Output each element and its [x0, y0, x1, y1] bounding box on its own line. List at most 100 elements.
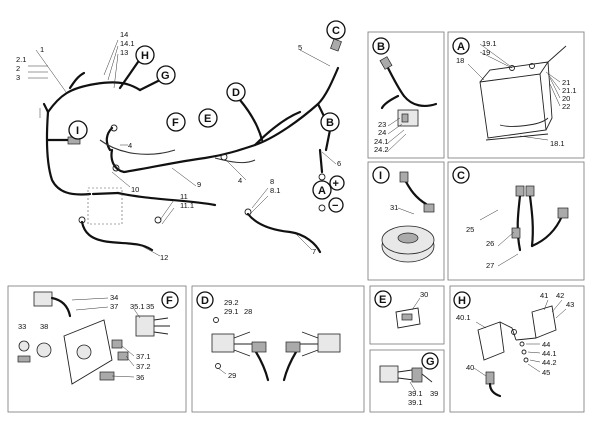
panel-a-callout-22: 22 [562, 102, 570, 111]
callout-8-1: 8.1 [270, 186, 280, 195]
tag-h-label: H [141, 50, 149, 62]
tag-b-label: B [326, 117, 334, 129]
tag-a[interactable]: A [312, 180, 332, 200]
callout-2-1: 2.1 [16, 55, 26, 64]
callout-6: 6 [337, 159, 341, 168]
tag-h[interactable]: H [135, 45, 155, 65]
panel-h-callout-44-2: 44.2 [542, 358, 557, 367]
panel-f-callout-36: 36 [136, 373, 144, 382]
positive-terminal-icon: + [329, 175, 345, 191]
panel-f: F 34 37 35.1 35 33 38 37.1 37.2 36 [7, 285, 187, 413]
callout-13: 13 [120, 48, 128, 57]
panel-h-callout-44-1: 44.1 [542, 349, 557, 358]
panel-d-title: D [201, 295, 209, 307]
tag-i[interactable]: I [68, 120, 88, 140]
tag-i-label: I [76, 125, 79, 137]
panel-h-callout-45: 45 [542, 368, 550, 377]
callout-10: 10 [131, 185, 139, 194]
panel-g-callout-39: 39 [430, 389, 438, 398]
tag-g-label: G [161, 70, 170, 82]
panel-i-callout-31: 31 [390, 203, 398, 212]
panel-b-title: B [377, 41, 385, 53]
panel-a-callout-19-1: 19.1 [482, 39, 497, 48]
panel-c-callout-26: 26 [486, 239, 494, 248]
panel-a-title: A [457, 41, 465, 53]
panel-h-callout-41: 41 [540, 291, 548, 300]
panel-f-callout-34: 34 [110, 293, 118, 302]
panel-d-callout-29-1: 29.1 [224, 307, 239, 316]
tag-e[interactable]: E [198, 108, 218, 128]
panel-f-title: F [166, 295, 173, 307]
panel-d-callout-28: 28 [244, 307, 252, 316]
panel-d-callout-29: 29 [228, 371, 236, 380]
tag-g[interactable]: G [156, 65, 176, 85]
panel-c-title: C [457, 170, 465, 182]
panel-a-callout-18-1: 18.1 [550, 139, 565, 148]
panel-a: A 19.1 19 18 21 21.1 20 22 18.1 [447, 31, 585, 159]
minus-symbol: − [332, 200, 338, 212]
panel-c-callout-25: 25 [466, 225, 474, 234]
callout-4: 4 [128, 141, 132, 150]
panel-c: C 25 26 27 [447, 161, 585, 281]
panel-g-title: G [426, 356, 435, 368]
panel-e: E 30 [369, 285, 445, 345]
callout-11-1: 11.1 [180, 201, 194, 210]
panel-b-callout-23: 23 [378, 120, 386, 129]
panel-h-callout-42: 42 [556, 291, 564, 300]
panel-d-callout-29-2: 29.2 [224, 298, 239, 307]
panel-b-callout-24: 24 [378, 128, 386, 137]
panel-e-title: E [379, 294, 386, 306]
callout-1: 1 [40, 45, 44, 54]
tag-b[interactable]: B [320, 112, 340, 132]
panel-h-callout-43: 43 [566, 300, 574, 309]
panel-b: B 23 24 24.1 24.2 [367, 31, 445, 159]
callout-7: 7 [312, 247, 316, 256]
panel-g: G 39 39.1 39.1 [369, 349, 445, 413]
callout-4-b: 4 [238, 176, 242, 185]
panel-e-callout-30: 30 [420, 290, 428, 299]
panel-f-callout-35-1: 35.1 [130, 302, 145, 311]
panel-a-callout-18: 18 [456, 56, 464, 65]
panel-h-callout-40: 40 [466, 363, 474, 372]
panel-i: I 31 [367, 161, 445, 281]
callout-2: 2 [16, 64, 20, 73]
plus-symbol: + [333, 178, 339, 190]
panel-d: D 29.2 29.1 28 29 [191, 285, 365, 413]
tag-d-label: D [232, 87, 240, 99]
panel-g-callout-39-1: 39.1 [408, 389, 423, 398]
callout-11: 11 [180, 192, 188, 201]
callout-12: 12 [160, 253, 168, 262]
panel-h-callout-44: 44 [542, 340, 550, 349]
panel-h: H 41 42 43 40.1 44 44.1 44.2 45 40 [449, 285, 585, 413]
tag-a-label: A [318, 185, 326, 197]
callout-14-1: 14.1 [120, 39, 135, 48]
panel-c-callout-27: 27 [486, 261, 494, 270]
tag-f[interactable]: F [166, 112, 186, 132]
tag-e-label: E [204, 113, 211, 125]
panel-h-title: H [458, 295, 466, 307]
callout-3: 3 [16, 73, 20, 82]
panel-a-callout-21-1: 21.1 [562, 86, 577, 95]
callout-14: 14 [120, 30, 128, 39]
tag-f-label: F [172, 117, 179, 129]
panel-f-callout-37: 37 [110, 302, 118, 311]
panel-a-callout-19: 19 [482, 48, 490, 57]
tag-d[interactable]: D [226, 82, 246, 102]
panel-h-callout-40-1: 40.1 [456, 313, 471, 322]
panel-f-callout-33: 33 [18, 322, 26, 331]
tag-c[interactable]: C [326, 20, 346, 40]
tag-c-label: C [332, 25, 340, 37]
panel-g-callout-39-1-b: 39.1 [408, 398, 423, 407]
callout-8: 8 [270, 177, 274, 186]
panel-f-callout-37-1: 37.1 [136, 352, 151, 361]
panel-a-callout-21: 21 [562, 78, 570, 87]
panel-f-callout-37-2: 37.2 [136, 362, 151, 371]
negative-terminal-icon: − [328, 197, 344, 213]
panel-f-callout-35: 35 [146, 302, 154, 311]
callout-9: 9 [197, 180, 201, 189]
panel-f-callout-38: 38 [40, 322, 48, 331]
panel-a-callout-20: 20 [562, 94, 570, 103]
panel-i-title: I [379, 170, 382, 182]
panel-b-callout-24-1: 24.1 [374, 137, 389, 146]
